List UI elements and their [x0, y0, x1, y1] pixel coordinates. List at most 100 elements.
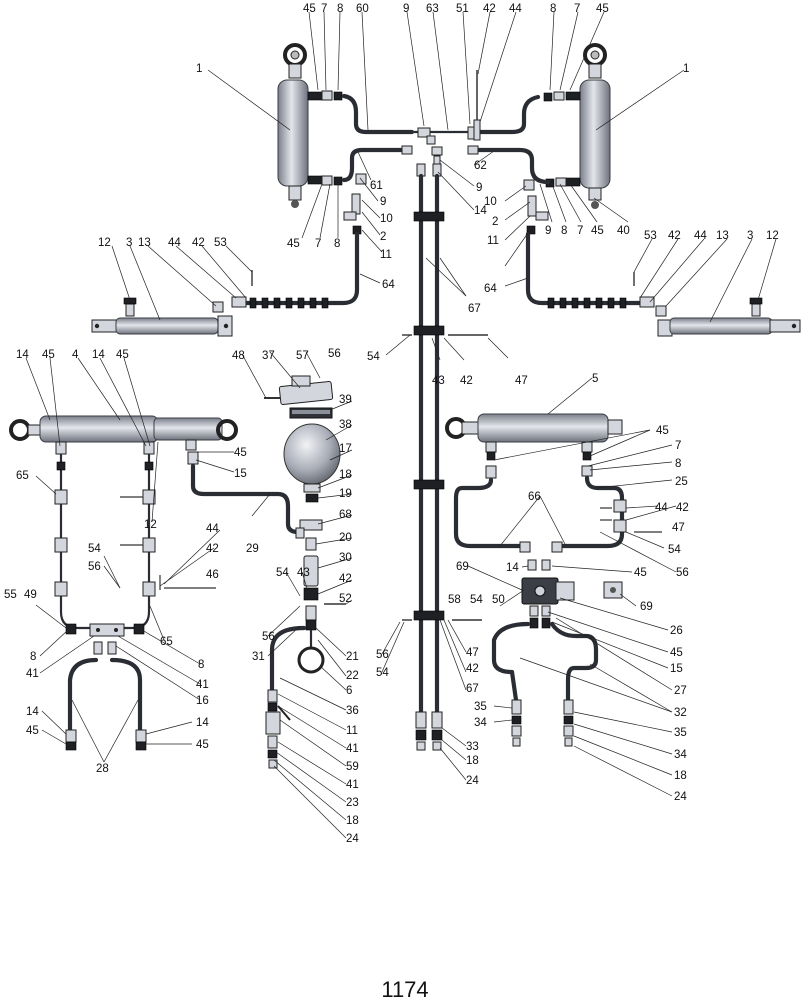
label: 14	[506, 562, 519, 574]
cylinder-vertical-right	[565, 43, 611, 209]
label: 30	[339, 552, 352, 564]
label: 54	[276, 567, 289, 579]
left-horizontal-hose	[212, 231, 360, 313]
label: 29	[246, 543, 259, 555]
label: 2	[380, 231, 386, 243]
leader-lines	[25, 11, 777, 839]
label: 42	[668, 230, 681, 242]
label: 24	[466, 775, 479, 787]
label: 44	[694, 230, 707, 242]
label: 47	[672, 522, 685, 534]
label: 45	[634, 567, 647, 579]
label: 68	[339, 509, 352, 521]
hose-29	[187, 451, 301, 535]
label: 55	[4, 589, 17, 601]
label: 14	[92, 349, 105, 361]
label: 8	[550, 3, 556, 15]
label: 3	[747, 230, 753, 242]
label: 1	[196, 63, 202, 75]
top-fittings	[321, 90, 567, 188]
accumulator-assembly	[264, 375, 346, 769]
label: 9	[403, 3, 409, 15]
label: 60	[356, 3, 369, 15]
label: 42	[483, 3, 496, 15]
label: 3	[126, 237, 132, 249]
label: 15	[670, 663, 683, 675]
label: 51	[456, 3, 469, 15]
label: 9	[545, 225, 551, 237]
right-bottom-hoses	[453, 451, 662, 747]
label: 12	[144, 519, 157, 531]
part-labels: 45 7 8 60 9 63 51 42 44 8 7 45 1 1 45 7 …	[4, 3, 779, 845]
label: 56	[676, 567, 689, 579]
label: 54	[376, 667, 389, 679]
label: 21	[346, 651, 359, 663]
label: 27	[674, 685, 687, 697]
label: 7	[577, 225, 583, 237]
label: 19	[339, 488, 352, 500]
label: 18	[346, 815, 359, 827]
label: 14	[196, 717, 209, 729]
label: 8	[198, 659, 204, 671]
label: 1	[683, 63, 689, 75]
label: 10	[484, 196, 497, 208]
label: 7	[315, 238, 321, 250]
label: 49	[24, 589, 37, 601]
label: 64	[382, 279, 395, 291]
label: 8	[337, 3, 343, 15]
left-bottom-pipes	[54, 454, 216, 751]
label: 45	[42, 349, 55, 361]
label: 48	[232, 350, 245, 362]
label: 61	[370, 180, 383, 192]
label: 67	[468, 303, 481, 315]
label: 45	[287, 238, 300, 250]
label: 67	[466, 683, 479, 695]
label: 9	[380, 196, 386, 208]
label: 43	[432, 375, 445, 387]
label: 8	[675, 458, 681, 470]
label: 45	[26, 725, 39, 737]
label: 53	[214, 237, 227, 249]
label: 44	[655, 502, 668, 514]
label: 45	[596, 3, 609, 15]
page-number: 1174	[381, 977, 428, 1000]
label: 41	[346, 779, 359, 791]
label: 42	[460, 375, 473, 387]
label: 63	[426, 3, 439, 15]
label: 18	[674, 770, 687, 782]
label: 11	[380, 249, 392, 261]
label: 45	[303, 3, 316, 15]
top-hoses	[341, 70, 541, 145]
label: 8	[561, 225, 567, 237]
label: 14	[16, 349, 29, 361]
cylinder-horizontal-left-small	[91, 297, 233, 337]
label: 22	[346, 670, 359, 682]
label: 24	[346, 833, 359, 845]
label: 15	[234, 468, 247, 480]
label: 38	[339, 419, 352, 431]
label: 6	[346, 685, 352, 697]
label: 16	[196, 695, 209, 707]
label: 24	[674, 791, 687, 803]
label: 44	[168, 237, 181, 249]
label: 58	[448, 594, 461, 606]
label: 50	[492, 594, 505, 606]
label: 34	[674, 749, 687, 761]
label: 54	[668, 544, 681, 556]
label: 69	[456, 561, 469, 573]
label: 13	[716, 230, 729, 242]
label: 69	[640, 601, 653, 613]
label: 35	[674, 727, 687, 739]
middle-hoses	[341, 145, 551, 235]
label: 13	[138, 237, 151, 249]
label: 7	[321, 3, 327, 15]
label: 45	[656, 425, 669, 437]
label: 7	[675, 440, 681, 452]
label: 42	[206, 543, 219, 555]
label: 18	[339, 469, 352, 481]
label: 2	[492, 216, 498, 228]
label: 11	[487, 235, 499, 247]
label: 10	[380, 213, 393, 225]
label: 8	[334, 238, 340, 250]
